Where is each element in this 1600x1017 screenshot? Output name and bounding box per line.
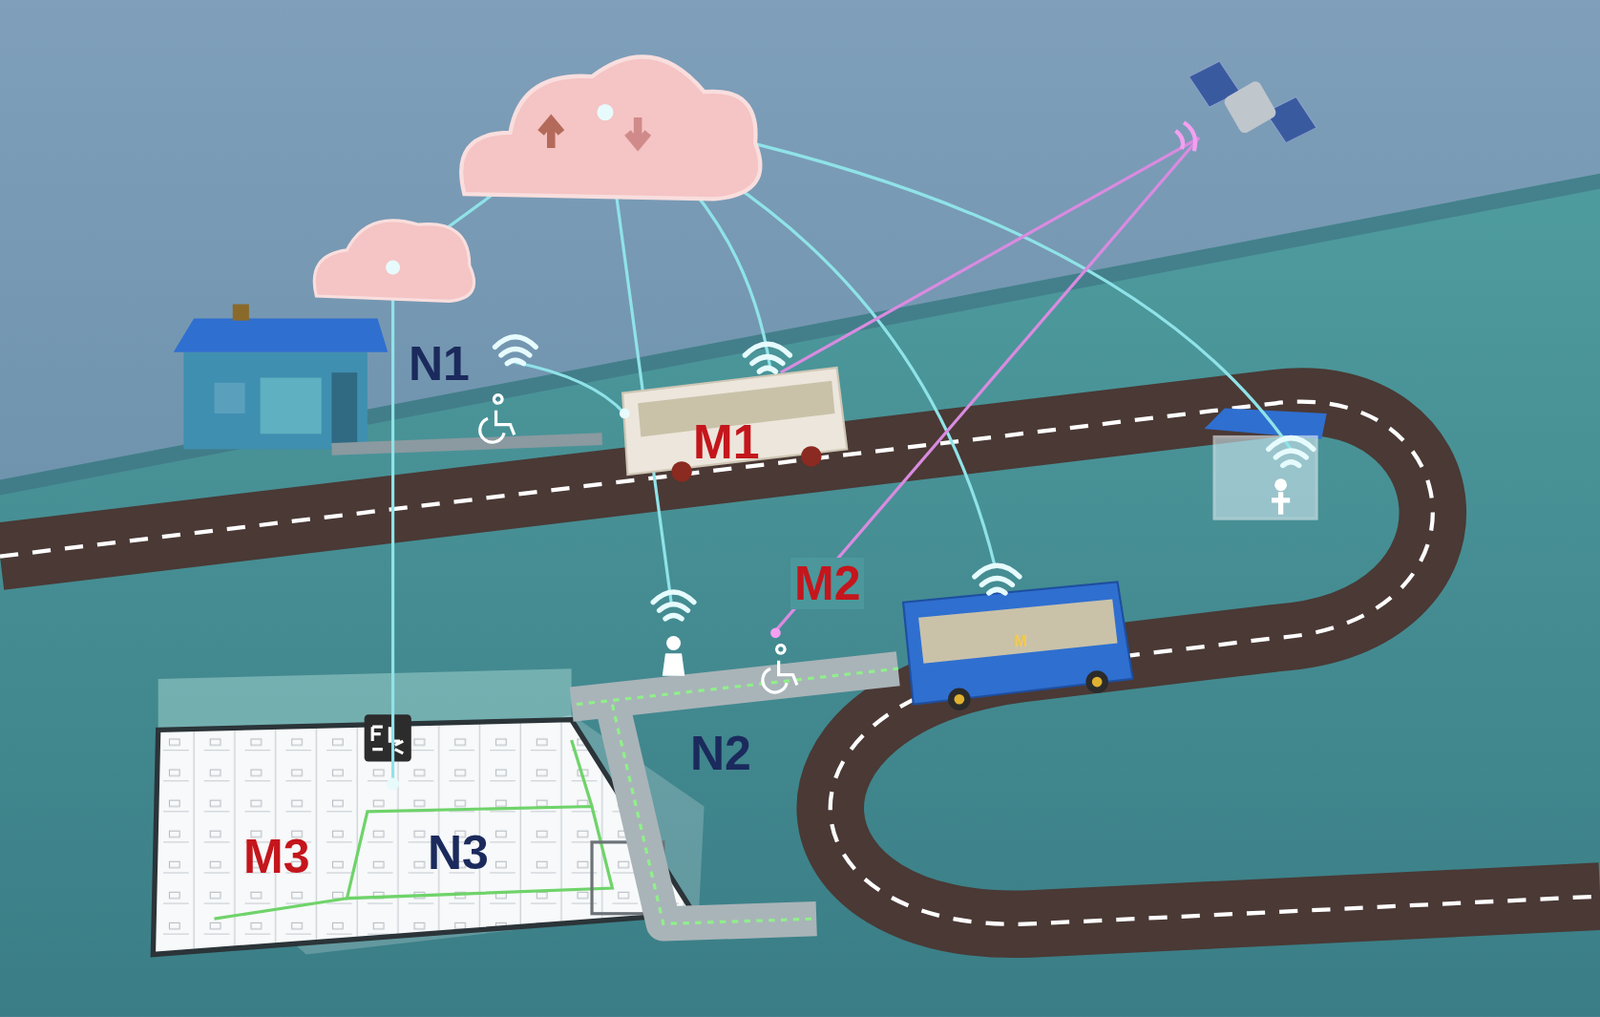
illustration-part <box>1271 491 1290 515</box>
satellite <box>1175 61 1317 151</box>
illustration-part <box>183 352 367 450</box>
illustration-part <box>494 336 536 364</box>
illustration-part <box>260 378 322 435</box>
illustration-part <box>1092 676 1103 688</box>
bus-stop <box>1203 408 1327 519</box>
illustration-part <box>622 367 847 475</box>
bus <box>903 581 1134 711</box>
illustration-part <box>480 395 515 443</box>
illustration-part <box>1203 408 1327 440</box>
illustration-part <box>1268 438 1314 466</box>
illustration-part <box>386 778 400 791</box>
ground <box>0 173 1600 1017</box>
walkway <box>571 668 899 924</box>
house <box>173 304 603 450</box>
illustration-part <box>391 267 395 784</box>
illustration-part <box>954 694 966 705</box>
illustration-part <box>762 645 798 693</box>
illustration-part <box>331 372 358 449</box>
illustration-part <box>780 137 1200 373</box>
illustration-part <box>596 104 613 121</box>
illustration-part <box>213 382 245 414</box>
illustration-part <box>1221 79 1278 135</box>
cloud-links <box>393 112 1292 784</box>
illustration-part <box>571 668 899 924</box>
illustration-part <box>173 318 388 353</box>
illustration-part <box>974 565 1020 593</box>
illustration-part <box>671 461 692 482</box>
cloud <box>314 57 760 791</box>
illustration-part <box>385 260 400 275</box>
illustration-part <box>903 581 1134 704</box>
illustration-part <box>918 599 1117 664</box>
bus <box>619 367 847 483</box>
network-label: N3 <box>427 828 489 877</box>
illustration-part <box>1265 97 1317 144</box>
mode-label: M2 <box>790 557 864 610</box>
illustration-part <box>1085 670 1109 694</box>
illustration-part <box>372 726 403 754</box>
illustration-part <box>461 57 760 200</box>
illustration-part <box>346 806 612 899</box>
illustration-part <box>1175 122 1196 151</box>
illustration-part <box>232 304 250 321</box>
illustration-part <box>744 343 790 372</box>
illustration-part <box>652 591 695 619</box>
illustration-part <box>314 220 474 302</box>
illustration-part <box>627 117 648 146</box>
illustration-part <box>331 439 602 450</box>
illustration-part <box>800 445 822 466</box>
illustration-part <box>576 668 899 924</box>
mode-label: M1 <box>693 418 759 466</box>
illustration-part <box>541 120 562 148</box>
illustration-part <box>515 361 625 413</box>
people <box>480 395 798 693</box>
illustration-part <box>770 627 781 638</box>
illustration-part <box>666 635 681 651</box>
bus-logo-text: M <box>1013 633 1027 650</box>
mode-label: M3 <box>243 832 310 881</box>
illustration-part <box>619 408 631 420</box>
network-label: N1 <box>408 339 470 388</box>
illustration-part <box>1214 437 1317 520</box>
wifi-icon <box>494 336 1313 619</box>
illustration-part <box>947 688 971 712</box>
illustration-part <box>213 739 592 919</box>
network-label: N2 <box>690 729 752 778</box>
illustration-part <box>662 652 686 676</box>
illustration-part <box>1274 478 1287 491</box>
logo-sign <box>364 714 412 761</box>
